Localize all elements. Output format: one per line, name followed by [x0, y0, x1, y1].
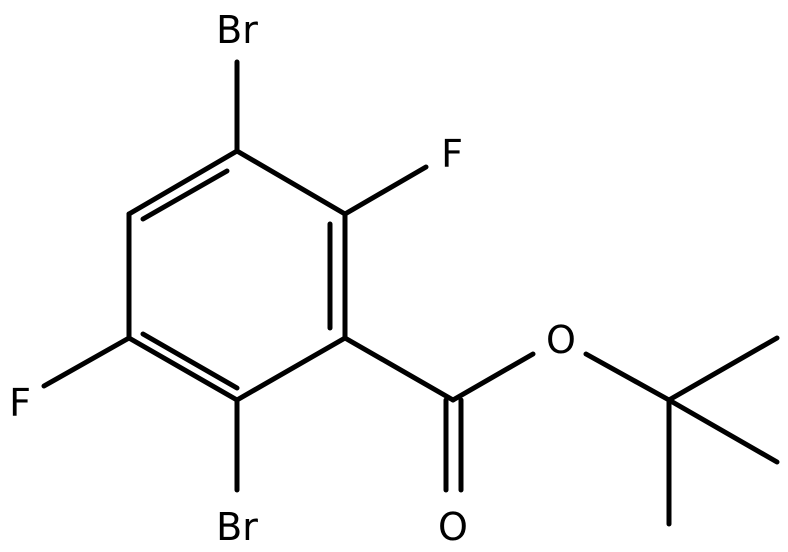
bond-c5-carbonyl-c [342, 335, 456, 403]
bond-c1-c2 [126, 148, 240, 217]
atom-label-o-carbonyl: O [438, 505, 468, 549]
atom-label-br-top: Br [216, 8, 258, 52]
bond-c4-c5 [234, 335, 348, 403]
atom-label-o-ester: O [546, 318, 576, 362]
bond-c3-c4 [126, 335, 240, 403]
bond-c6-c1 [234, 148, 348, 217]
bond-c3-c4-inner [140, 331, 240, 391]
atom-label-f-right: F [441, 132, 463, 176]
bond-tbu-methyl-lower-right [666, 397, 780, 465]
bond-c3-f-left [41, 335, 132, 389]
bond-c1-c2-inner [140, 168, 230, 222]
bond-ester-o-quaternary-c [583, 351, 672, 403]
bond-c6-f-right [342, 164, 429, 217]
atom-label-f-left: F [9, 381, 31, 425]
bond-tbu-methyl-upper [666, 335, 780, 403]
bond-carbonyl-c-ester-o [450, 351, 536, 403]
atom-label-br-bottom: Br [216, 505, 258, 549]
